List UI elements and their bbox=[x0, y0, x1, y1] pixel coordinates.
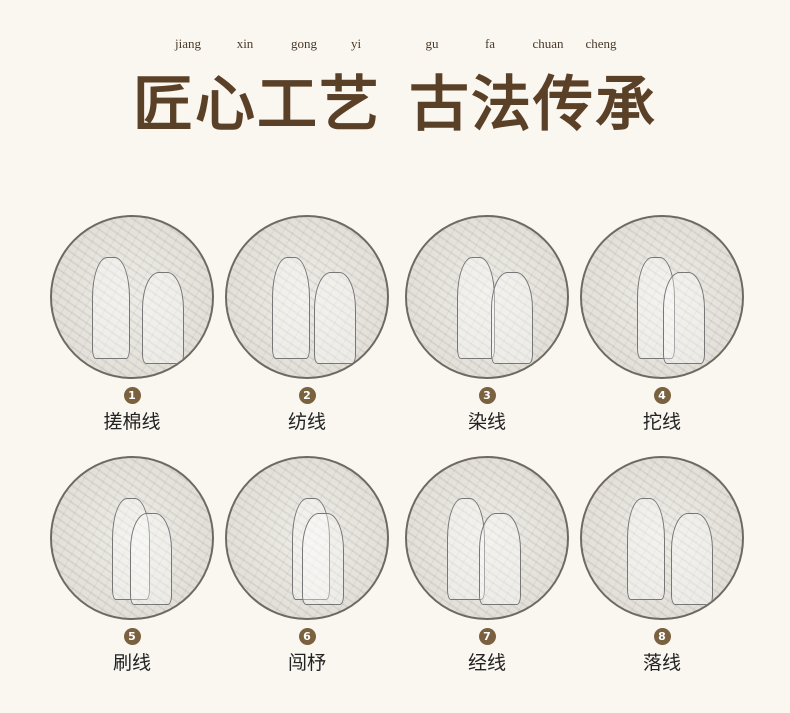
step-number-badge: 2 bbox=[298, 387, 316, 404]
step-number-badge: 3 bbox=[478, 387, 496, 404]
step-illustration bbox=[225, 456, 389, 620]
process-step: 3 染线 bbox=[402, 215, 572, 434]
process-step: 5 刷线 bbox=[47, 456, 217, 675]
step-label: 刷线 bbox=[112, 652, 151, 674]
pinyin-yi: yi bbox=[350, 36, 362, 51]
step-label: 搓棉线 bbox=[103, 411, 161, 433]
pinyin-jiang: jiang bbox=[175, 36, 201, 51]
step-illustration bbox=[50, 215, 214, 379]
step-number-badge: 6 bbox=[298, 628, 316, 645]
process-step: 2 纺线 bbox=[222, 215, 392, 434]
pinyin-cheng: cheng bbox=[585, 36, 617, 51]
step-illustration bbox=[580, 456, 744, 620]
title-part-2: 古法传承 bbox=[409, 70, 657, 140]
step-label: 经线 bbox=[467, 652, 506, 674]
step-illustration bbox=[405, 456, 569, 620]
pinyin-xin: xin bbox=[236, 36, 254, 51]
step-number-badge: 5 bbox=[123, 628, 141, 645]
pinyin-gu: gu bbox=[425, 36, 439, 51]
step-number-badge: 7 bbox=[478, 628, 496, 645]
step-label: 纺线 bbox=[287, 411, 326, 433]
process-step: 1 搓棉线 bbox=[47, 215, 217, 434]
step-label: 闯杼 bbox=[287, 652, 326, 674]
step-number-badge: 4 bbox=[653, 387, 671, 404]
process-step: 7 经线 bbox=[402, 456, 572, 675]
process-step: 6 闯杼 bbox=[222, 456, 392, 675]
step-illustration bbox=[50, 456, 214, 620]
pinyin-chuan: chuan bbox=[532, 36, 564, 51]
step-label: 拕线 bbox=[642, 411, 681, 433]
step-label: 染线 bbox=[467, 411, 506, 433]
step-label: 落线 bbox=[642, 652, 681, 674]
step-number-badge: 8 bbox=[653, 628, 671, 645]
title-part-1: 匠心工艺 bbox=[133, 70, 381, 140]
pinyin-fa: fa bbox=[484, 36, 496, 51]
step-illustration bbox=[225, 215, 389, 379]
step-number-badge: 1 bbox=[123, 387, 141, 404]
process-step: 8 落线 bbox=[577, 456, 747, 675]
pinyin-gong: gong bbox=[291, 36, 317, 51]
step-illustration bbox=[580, 215, 744, 379]
process-step: 4 拕线 bbox=[577, 215, 747, 434]
page-title: 匠心工艺古法传承 bbox=[0, 56, 790, 143]
step-illustration bbox=[405, 215, 569, 379]
